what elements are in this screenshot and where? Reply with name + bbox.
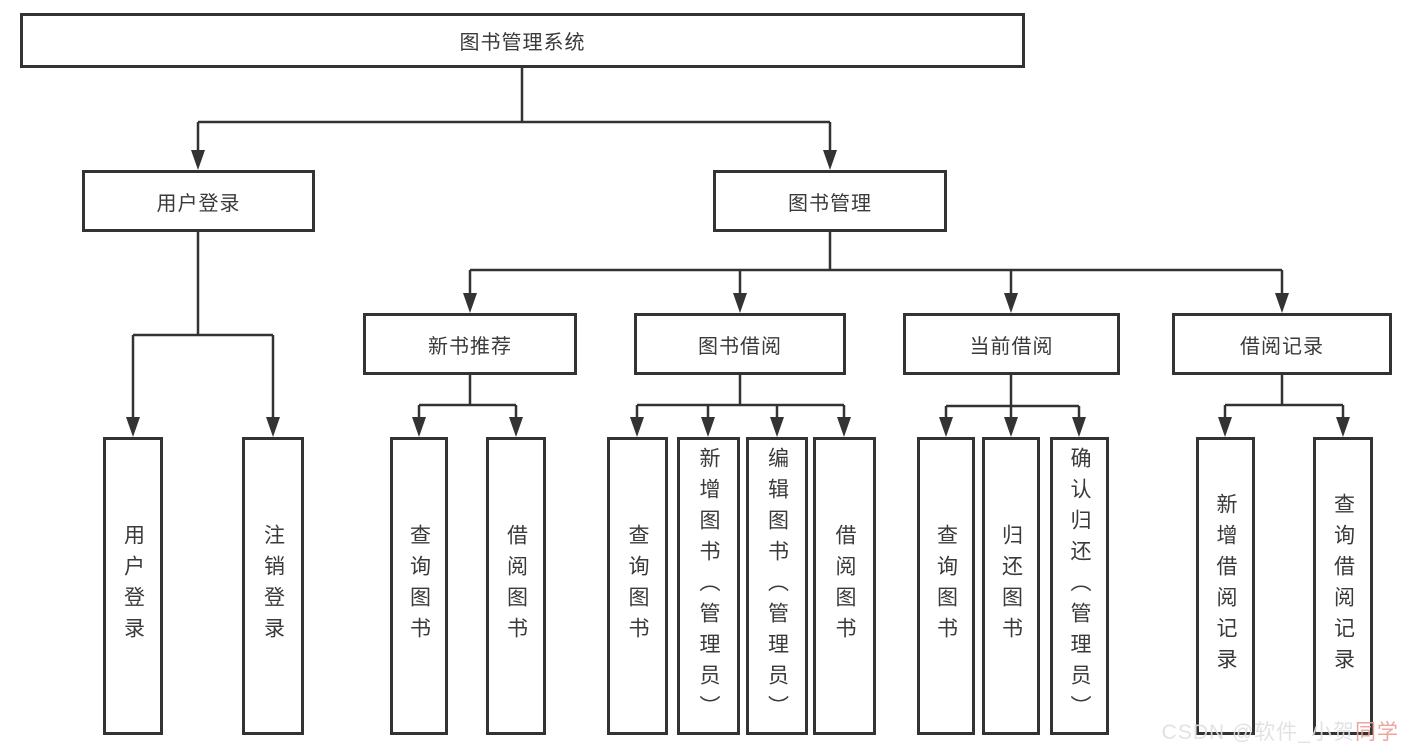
- connector-new-book-to-leaves: [412, 375, 523, 437]
- leaf-edit-books-admin-label: 编辑图书（管理员）: [765, 446, 789, 726]
- leaf-add-borrow-record: 新增借阅记录: [1196, 437, 1255, 735]
- leaf-return-books: 归还图书: [982, 437, 1040, 735]
- leaf-logout: 注销登录: [242, 437, 304, 735]
- leaf-add-books-admin: 新增图书（管理员）: [677, 437, 740, 735]
- node-new-book-recommend: 新书推荐: [363, 313, 577, 375]
- leaf-borrow-books-1-label: 借阅图书: [504, 524, 528, 648]
- node-current-borrowing-label: 当前借阅: [969, 335, 1054, 358]
- node-book-management-label: 图书管理: [788, 192, 872, 215]
- leaf-borrow-books-2-label: 借阅图书: [833, 524, 856, 648]
- leaf-return-books-label: 归还图书: [999, 524, 1023, 648]
- leaf-confirm-return-admin-label: 确认归还（管理员）: [1068, 446, 1091, 726]
- leaf-query-books-3: 查询图书: [917, 437, 975, 735]
- leaf-user-login: 用户登录: [103, 437, 163, 735]
- leaf-query-books-3-label: 查询图书: [934, 524, 958, 648]
- node-current-borrowing: 当前借阅: [903, 313, 1120, 375]
- node-user-login: 用户登录: [82, 170, 315, 232]
- node-user-login-label: 用户登录: [156, 192, 241, 215]
- leaf-borrow-books-2: 借阅图书: [813, 437, 876, 735]
- leaf-query-books-1: 查询图书: [390, 437, 448, 735]
- node-library-system: 图书管理系统: [20, 13, 1025, 68]
- node-book-borrowing-label: 图书借阅: [698, 335, 782, 358]
- connector-book-mgmt-to-level3: [463, 232, 1289, 313]
- node-borrowing-records: 借阅记录: [1172, 313, 1392, 375]
- node-library-system-label: 图书管理系统: [459, 32, 586, 54]
- connector-user-login-to-leaves: [126, 232, 280, 437]
- connector-current-borrow-to-leaves: [939, 375, 1086, 437]
- leaf-borrow-books-1: 借阅图书: [486, 437, 546, 735]
- leaf-query-books-2-label: 查询图书: [626, 524, 649, 648]
- leaf-user-login-label: 用户登录: [121, 524, 145, 648]
- leaf-query-books-1-label: 查询图书: [407, 524, 431, 648]
- node-borrowing-records-label: 借阅记录: [1240, 335, 1324, 358]
- leaf-add-borrow-record-label: 新增借阅记录: [1214, 493, 1237, 679]
- connector-borrow-records-to-leaves: [1218, 375, 1350, 437]
- leaf-query-books-2: 查询图书: [607, 437, 668, 735]
- leaf-query-borrow-record-label: 查询借阅记录: [1331, 493, 1355, 679]
- connector-book-borrow-to-leaves: [630, 375, 851, 437]
- leaf-logout-label: 注销登录: [261, 524, 285, 648]
- leaf-confirm-return-admin: 确认归还（管理员）: [1050, 437, 1109, 735]
- leaf-add-books-admin-label: 新增图书（管理员）: [697, 446, 720, 726]
- connector-root-to-level2: [191, 68, 837, 170]
- leaf-query-borrow-record: 查询借阅记录: [1313, 437, 1373, 735]
- node-book-management: 图书管理: [713, 170, 947, 232]
- node-new-book-recommend-label: 新书推荐: [428, 335, 512, 358]
- leaf-edit-books-admin: 编辑图书（管理员）: [746, 437, 808, 735]
- node-book-borrowing: 图书借阅: [634, 313, 846, 375]
